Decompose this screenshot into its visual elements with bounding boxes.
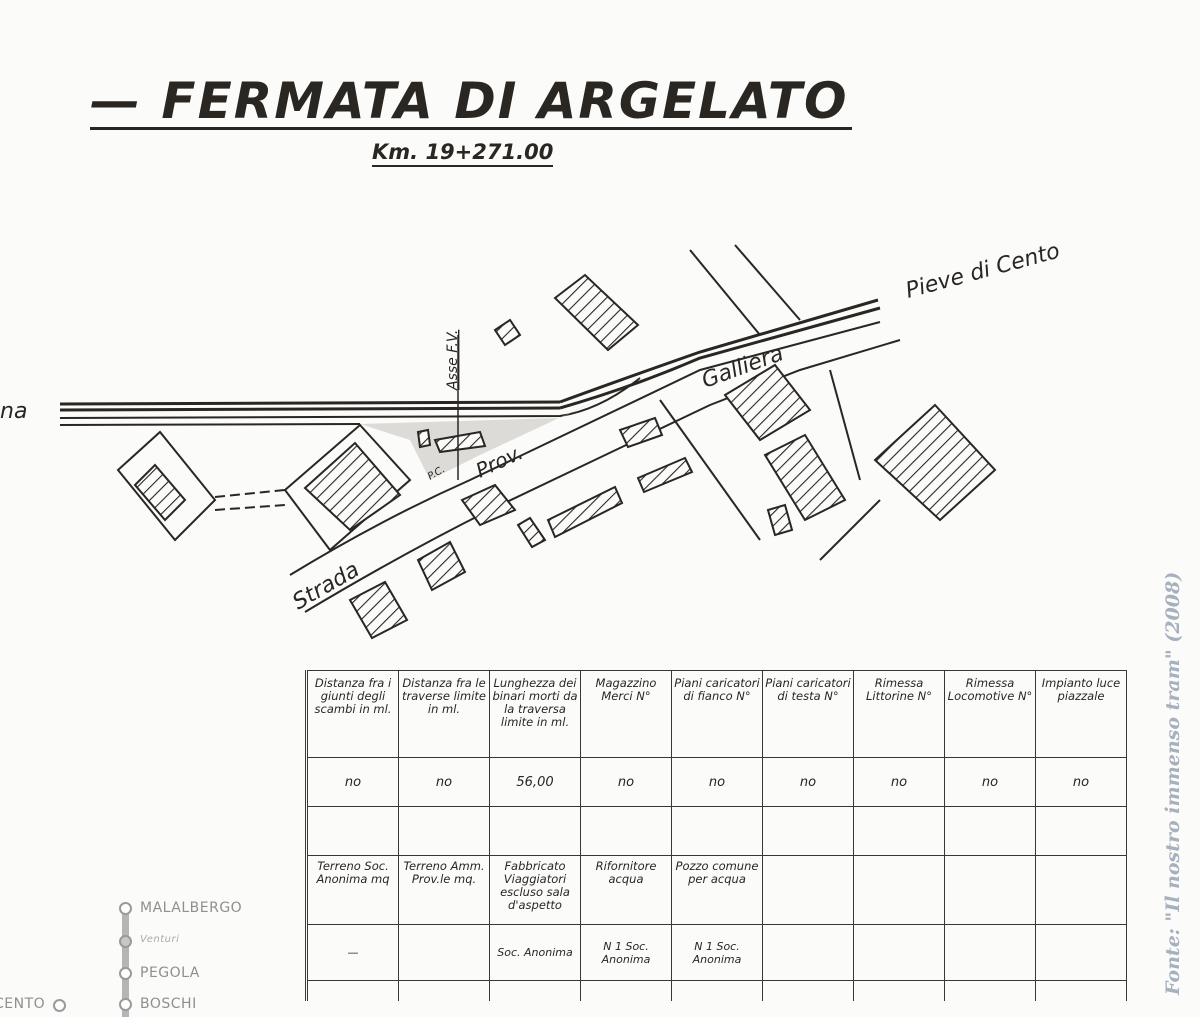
table-header-row-2: Terreno Soc. Anonima mq Terreno Amm. Pro… <box>306 855 1127 925</box>
table-row-empty <box>306 806 1127 856</box>
header-cell: Terreno Amm. Prov.le mq. <box>398 855 490 925</box>
stop-marker-icon <box>119 967 132 980</box>
header-cell: Rifornitore acqua <box>580 855 672 925</box>
header-cell: Lunghezza dei binari morti da la travers… <box>489 670 581 758</box>
stop-venturi: Venturi <box>140 934 180 945</box>
station-data-table: Distanza fra i giunti degli scambi in ml… <box>305 670 1127 1001</box>
stop-marker-icon <box>53 999 66 1012</box>
value-cell: no <box>398 757 490 807</box>
railway-tracks <box>59 298 881 480</box>
header-cell: Distanza fra le traverse limite in ml. <box>398 670 490 758</box>
value-cell: Soc. Anonima <box>489 924 581 981</box>
header-cell: Fabbricato Viaggiatori escluso sala d'as… <box>489 855 581 925</box>
value-cell: no <box>1035 757 1127 807</box>
value-cell <box>398 924 490 981</box>
value-cell: no <box>306 757 399 807</box>
header-cell: Rimessa Locomotive N° <box>944 670 1036 758</box>
stop-pegola: PEGOLA <box>140 965 200 981</box>
stop-malalbergo: MALALBERGO <box>140 900 243 916</box>
stop-cento: CENTO <box>0 996 46 1012</box>
source-credit: Fonte: "Il nostro immenso tram" (2008) <box>1162 571 1184 995</box>
header-cell: Magazzino Merci N° <box>580 670 672 758</box>
table-header-row: Distanza fra i giunti degli scambi in ml… <box>306 670 1127 758</box>
label-left-edge: na <box>0 399 27 424</box>
value-cell: N 1 Soc. Anonima <box>580 924 672 981</box>
label-asse-fv: Asse F.V. <box>445 330 461 391</box>
station-map: Pieve di Cento Galliera Prov. Strada Ass… <box>0 239 1063 640</box>
label-strada: Strada <box>289 557 364 615</box>
header-cell: Pozzo comune per acqua <box>671 855 763 925</box>
table-row: no no 56,00 no no no no no no <box>306 757 1127 807</box>
value-cell: — <box>306 924 399 981</box>
header-cell: Impianto luce piazzale <box>1035 670 1127 758</box>
value-cell: N 1 Soc. Anonima <box>671 924 763 981</box>
value-cell: no <box>944 757 1036 807</box>
buildings <box>133 273 997 640</box>
header-cell: Rimessa Littorine N° <box>853 670 945 758</box>
value-cell: no <box>762 757 854 807</box>
label-pieve-di-cento: Pieve di Cento <box>903 239 1063 304</box>
stop-marker-icon <box>119 902 132 915</box>
header-cell: Distanza fra i giunti degli scambi in ml… <box>306 670 399 758</box>
value-cell: no <box>580 757 672 807</box>
value-cell: no <box>853 757 945 807</box>
page-title: — FERMATA DI ARGELATO <box>90 72 849 130</box>
value-cell: 56,00 <box>489 757 581 807</box>
table-row: — Soc. Anonima N 1 Soc. Anonima N 1 Soc.… <box>306 924 1127 981</box>
value-cell: no <box>671 757 763 807</box>
title-underline <box>90 127 852 130</box>
stop-boschi: BOSCHI <box>140 996 197 1012</box>
stop-marker-icon <box>119 935 132 948</box>
route-overlay: MALALBERGO Venturi PEGOLA BOSCHI CENTO <box>0 895 260 1017</box>
header-cell: Piani caricatori di fianco N° <box>671 670 763 758</box>
header-cell: Terreno Soc. Anonima mq <box>306 855 399 925</box>
route-line <box>122 907 129 1017</box>
kilometer-marker: Km. 19+271.00 <box>372 140 554 167</box>
header-cell: Piani caricatori di testa N° <box>762 670 854 758</box>
